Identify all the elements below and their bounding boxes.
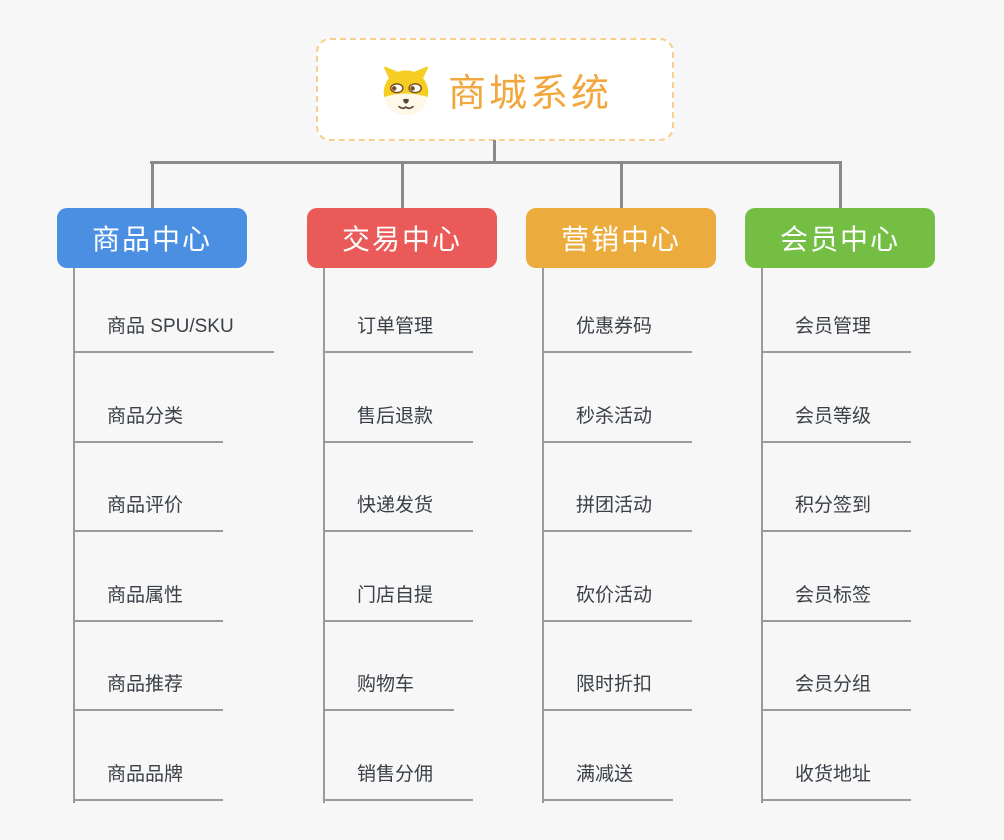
- branch-trunk-line: [323, 268, 325, 803]
- branch-label: 商品中心: [91, 224, 212, 255]
- child-node-0-3[interactable]: 商品属性: [73, 578, 224, 622]
- branch-node-0[interactable]: 商品中心: [57, 208, 247, 268]
- branch-drop-connector: [838, 161, 842, 208]
- branch-node-3[interactable]: 会员中心: [745, 208, 935, 268]
- branch-trunk-line: [761, 268, 763, 803]
- branch-node-1[interactable]: 交易中心: [307, 208, 497, 268]
- branch-trunk-line: [542, 268, 544, 803]
- branch-label: 会员中心: [779, 224, 900, 255]
- dog-face-icon: [383, 66, 429, 115]
- branch-trunk-line: [73, 268, 75, 803]
- branch-drop-connector: [619, 161, 623, 208]
- child-node-3-5[interactable]: 收货地址: [761, 757, 912, 801]
- child-node-1-0[interactable]: 订单管理: [323, 309, 474, 353]
- child-node-0-1[interactable]: 商品分类: [73, 399, 224, 443]
- child-node-0-0[interactable]: 商品 SPU/SKU: [73, 309, 274, 353]
- branch-drop-connector: [150, 161, 154, 208]
- branch-drop-connector: [400, 161, 404, 208]
- child-node-3-2[interactable]: 积分签到: [761, 488, 912, 532]
- root-node[interactable]: 商城系统: [316, 38, 674, 141]
- child-node-2-3[interactable]: 砍价活动: [542, 578, 693, 622]
- child-node-1-3[interactable]: 门店自提: [323, 578, 474, 622]
- child-node-2-1[interactable]: 秒杀活动: [542, 399, 693, 443]
- child-node-3-0[interactable]: 会员管理: [761, 309, 912, 353]
- child-node-0-4[interactable]: 商品推荐: [73, 667, 224, 711]
- child-node-0-5[interactable]: 商品品牌: [73, 757, 224, 801]
- child-node-1-1[interactable]: 售后退款: [323, 399, 474, 443]
- child-node-0-2[interactable]: 商品评价: [73, 488, 224, 532]
- child-node-1-2[interactable]: 快递发货: [323, 488, 474, 532]
- child-node-1-5[interactable]: 销售分佣: [323, 757, 474, 801]
- child-node-3-3[interactable]: 会员标签: [761, 578, 912, 622]
- root-connector-stub: [493, 140, 496, 163]
- child-node-2-5[interactable]: 满减送: [542, 757, 674, 801]
- branch-connector-rail: [150, 161, 841, 164]
- child-node-2-4[interactable]: 限时折扣: [542, 667, 693, 711]
- child-node-2-2[interactable]: 拼团活动: [542, 488, 693, 532]
- branch-node-2[interactable]: 营销中心: [526, 208, 716, 268]
- child-node-3-1[interactable]: 会员等级: [761, 399, 912, 443]
- child-node-2-0[interactable]: 优惠券码: [542, 309, 693, 353]
- branch-label: 交易中心: [341, 224, 462, 255]
- branch-label: 营销中心: [560, 224, 681, 255]
- child-node-1-4[interactable]: 购物车: [323, 667, 455, 711]
- child-node-3-4[interactable]: 会员分组: [761, 667, 912, 711]
- root-title: 商城系统: [447, 73, 612, 115]
